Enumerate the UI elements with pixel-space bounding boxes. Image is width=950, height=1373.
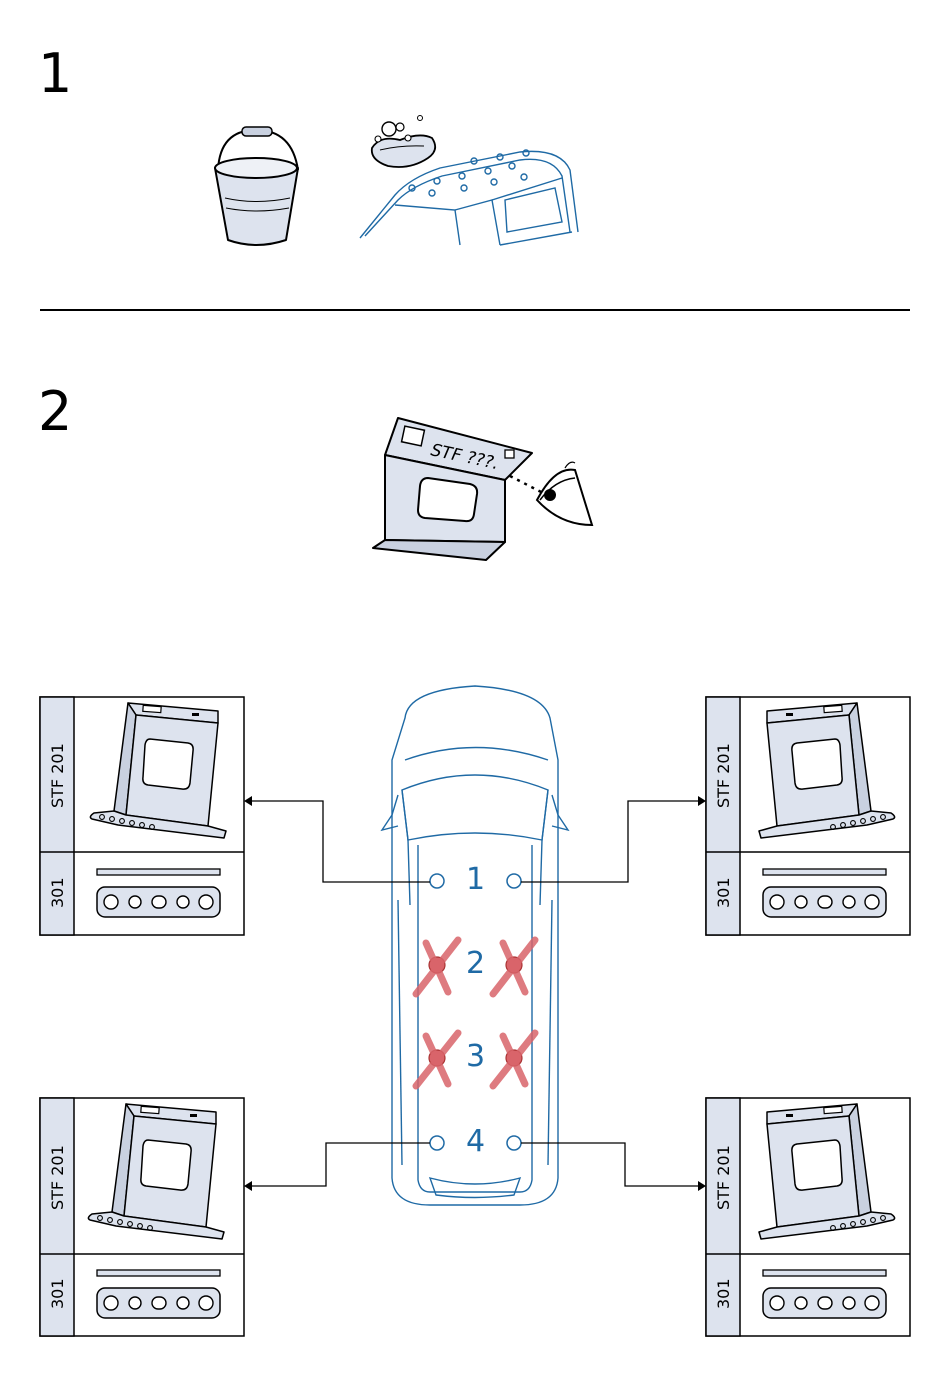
mount-point-4-right xyxy=(507,1136,521,1150)
position-label-1: 1 xyxy=(466,862,485,897)
position-label-2: 2 xyxy=(466,946,485,981)
position-label-4: 4 xyxy=(466,1124,485,1159)
foot-label: STF 201 xyxy=(48,1145,67,1210)
mount-point-4-left xyxy=(430,1136,444,1150)
foot-label: STF 201 xyxy=(714,1145,733,1210)
pad-label: 301 xyxy=(714,877,733,908)
part-box-bottom-left: STF 201 301 xyxy=(40,1098,244,1336)
pad-label: 301 xyxy=(48,1278,67,1309)
foot-inspection-illustration: STF ???. xyxy=(373,418,532,560)
pad-label: 301 xyxy=(714,1278,733,1309)
sponge-icon xyxy=(372,116,435,168)
foot-label: STF 201 xyxy=(714,743,733,808)
pad-label: 301 xyxy=(48,877,67,908)
eye-icon xyxy=(510,462,592,525)
step-2-number: 2 xyxy=(38,380,72,443)
part-box-top-right: STF 201 301 xyxy=(706,697,910,935)
mount-point-1-left xyxy=(430,874,444,888)
step-1-number: 1 xyxy=(38,42,72,105)
position-label-3: 3 xyxy=(466,1039,485,1074)
mount-point-1-right xyxy=(507,874,521,888)
part-box-bottom-right: STF 201 301 xyxy=(706,1098,910,1336)
part-box-top-left: STF 201 301 xyxy=(40,697,244,935)
bucket-icon xyxy=(215,127,298,245)
foot-label: STF 201 xyxy=(48,743,67,808)
